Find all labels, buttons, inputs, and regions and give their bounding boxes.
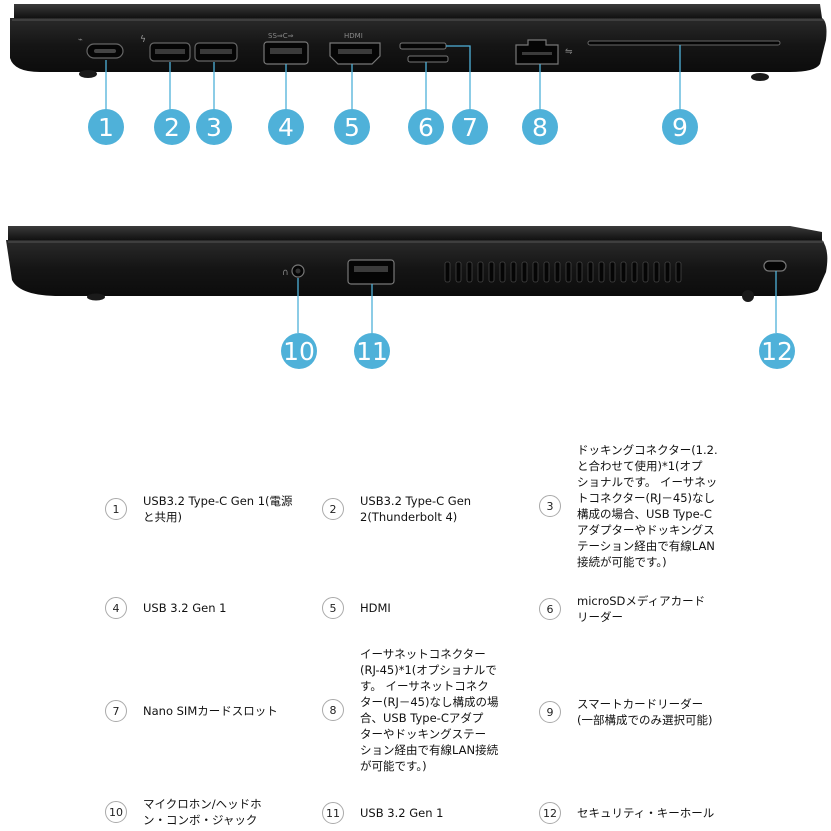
svg-text:10: 10 bbox=[283, 337, 315, 366]
laptop-ports-diagram: ⌁ ϟ SS⇒C⇒ HDMI ⇋ bbox=[6, 4, 828, 369]
legend-number: 4 bbox=[105, 597, 127, 619]
callout-12: 12 bbox=[759, 333, 795, 369]
usb-a-port-right bbox=[347, 259, 395, 285]
callout-10: 10 bbox=[281, 333, 317, 369]
legend-text: USB3.2 Type-C Gen 1(電源 と共用) bbox=[143, 494, 293, 524]
callout-1: 1 bbox=[88, 109, 124, 145]
legend-item-12: 12 セキュリティ・キーホール bbox=[539, 802, 714, 824]
legend-text: HDMI bbox=[360, 601, 391, 615]
legend-number: 9 bbox=[539, 701, 561, 723]
card-slots bbox=[399, 42, 449, 63]
legend-item-3: 3 ドッキングコネクター(1.2. と合わせて使用)*1(オプ ショナルです。 … bbox=[539, 442, 718, 570]
legend-text: microSDメディアカード リーダー bbox=[577, 594, 706, 624]
legend-item-10: 10 マイクロホン/ヘッドホ ン・コンボ・ジャック bbox=[105, 796, 262, 828]
callout-7: 7 bbox=[452, 109, 488, 145]
smart-card-slot bbox=[587, 40, 781, 46]
legend-number: 3 bbox=[539, 495, 561, 517]
legend-number: 12 bbox=[539, 802, 561, 824]
legend-text: セキュリティ・キーホール bbox=[577, 806, 715, 820]
laptop-left-side: ⌁ ϟ SS⇒C⇒ HDMI ⇋ bbox=[10, 4, 827, 81]
svg-text:2: 2 bbox=[164, 113, 180, 142]
legend-number: 5 bbox=[322, 597, 344, 619]
audio-jack: ∩ bbox=[282, 264, 305, 278]
callouts-bottom: 10 11 12 bbox=[281, 333, 795, 369]
leader-lines-top bbox=[105, 45, 681, 110]
callout-4: 4 bbox=[268, 109, 304, 145]
svg-text:⌁: ⌁ bbox=[78, 35, 83, 44]
legend-item-6: 6 microSDメディアカード リーダー bbox=[539, 593, 705, 625]
legend-text: Nano SIMカードスロット bbox=[143, 704, 278, 718]
legend-text: イーサネットコネクター (RJ-45)*1(オプショナルで す。 イーサネットコ… bbox=[360, 647, 499, 773]
legend-text: スマートカードリーダー (一部構成でのみ選択可能) bbox=[577, 697, 713, 727]
callout-5: 5 bbox=[334, 109, 370, 145]
legend-text: マイクロホン/ヘッドホ ン・コンボ・ジャック bbox=[143, 797, 262, 827]
svg-text:8: 8 bbox=[532, 113, 548, 142]
callout-2: 2 bbox=[154, 109, 190, 145]
air-vents bbox=[444, 261, 682, 283]
svg-text:11: 11 bbox=[356, 337, 388, 366]
svg-text:4: 4 bbox=[278, 113, 294, 142]
legend-item-8: 8 イーサネットコネクター (RJ-45)*1(オプショナルで す。 イーサネッ… bbox=[322, 646, 499, 774]
svg-text:12: 12 bbox=[761, 337, 793, 366]
ethernet-port: ⇋ bbox=[515, 39, 573, 65]
legend-item-11: 11 USB 3.2 Gen 1 bbox=[322, 802, 443, 824]
legend-text: USB 3.2 Gen 1 bbox=[360, 806, 444, 820]
callout-9: 9 bbox=[662, 109, 698, 145]
legend-item-1: 1 USB3.2 Type-C Gen 1(電源 と共用) bbox=[105, 493, 293, 525]
legend-item-7: 7 Nano SIMカードスロット bbox=[105, 700, 278, 722]
legend-item-9: 9 スマートカードリーダー (一部構成でのみ選択可能) bbox=[539, 696, 712, 728]
legend-number: 6 bbox=[539, 598, 561, 620]
legend-number: 11 bbox=[322, 802, 344, 824]
port-legend: 1 USB3.2 Type-C Gen 1(電源 と共用) 2 USB3.2 T… bbox=[0, 430, 831, 831]
callout-6: 6 bbox=[408, 109, 444, 145]
callout-3: 3 bbox=[196, 109, 232, 145]
svg-text:3: 3 bbox=[206, 113, 222, 142]
legend-number: 1 bbox=[105, 498, 127, 520]
security-keyhole bbox=[763, 260, 787, 272]
svg-text:9: 9 bbox=[672, 113, 688, 142]
svg-text:ϟ: ϟ bbox=[140, 35, 146, 45]
laptop-right-side: ∩ bbox=[6, 226, 828, 302]
leader-lines-bottom bbox=[297, 271, 777, 333]
legend-text: USB3.2 Type-C Gen 2(Thunderbolt 4) bbox=[360, 494, 472, 524]
legend-number: 2 bbox=[322, 498, 344, 520]
docking-connector-port: ϟ bbox=[140, 35, 238, 62]
legend-text: USB 3.2 Gen 1 bbox=[143, 601, 227, 615]
callouts-top: 1 2 3 4 5 6 7 8 9 bbox=[88, 109, 698, 145]
svg-text:5: 5 bbox=[344, 113, 360, 142]
usb-c-port: ⌁ bbox=[78, 35, 124, 59]
svg-text:SS⇒C⇒: SS⇒C⇒ bbox=[268, 32, 294, 40]
callout-8: 8 bbox=[522, 109, 558, 145]
svg-text:1: 1 bbox=[98, 113, 114, 142]
legend-text: ドッキングコネクター(1.2. と合わせて使用)*1(オプ ショナルです。 イー… bbox=[577, 443, 718, 569]
svg-text:∩: ∩ bbox=[282, 268, 289, 278]
legend-number: 8 bbox=[322, 699, 344, 721]
legend-item-5: 5 HDMI bbox=[322, 597, 391, 619]
legend-item-4: 4 USB 3.2 Gen 1 bbox=[105, 597, 226, 619]
legend-number: 10 bbox=[105, 801, 127, 823]
svg-text:⇋: ⇋ bbox=[565, 47, 573, 57]
hdmi-port: HDMI bbox=[329, 32, 381, 65]
callout-11: 11 bbox=[354, 333, 390, 369]
legend-number: 7 bbox=[105, 700, 127, 722]
legend-item-2: 2 USB3.2 Type-C Gen 2(Thunderbolt 4) bbox=[322, 493, 471, 525]
svg-text:6: 6 bbox=[418, 113, 434, 142]
svg-text:7: 7 bbox=[462, 113, 478, 142]
svg-text:HDMI: HDMI bbox=[344, 32, 363, 40]
